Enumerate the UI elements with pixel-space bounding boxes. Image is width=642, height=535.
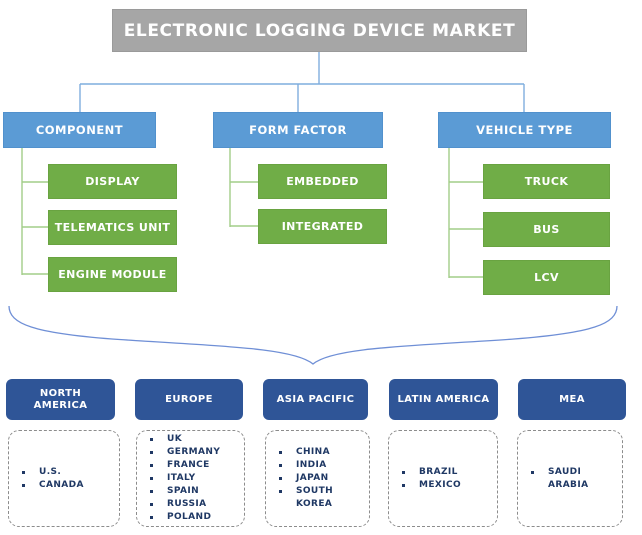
region-europe: EUROPE <box>135 379 243 420</box>
bullet-icon <box>279 464 282 467</box>
bullet-icon <box>279 477 282 480</box>
leaf-engine-module: ENGINE MODULE <box>48 257 177 292</box>
list-item: SAUDI ARABIA <box>531 466 618 492</box>
leaf-integrated: INTEGRATED <box>258 209 387 244</box>
bullet-icon <box>150 503 153 506</box>
bullet-icon <box>150 451 153 454</box>
leaf-embedded: EMBEDDED <box>258 164 387 199</box>
branch-vehicle-type: VEHICLE TYPE <box>438 112 611 148</box>
country-label: SAUDI ARABIA <box>548 466 589 490</box>
leaf-telematics-unit-label: TELEMATICS UNIT <box>54 221 171 234</box>
leaf-truck-label: TRUCK <box>524 175 569 188</box>
vehicle-type-branch-lines <box>448 148 483 278</box>
list-item: BRAZIL <box>402 466 493 479</box>
region-europe-label: EUROPE <box>165 393 213 405</box>
leaf-truck: TRUCK <box>483 164 610 199</box>
country-label: UK <box>167 434 183 444</box>
list-item: CHINA <box>279 446 365 459</box>
leaf-lcv: LCV <box>483 260 610 295</box>
country-label: CANADA <box>39 479 84 490</box>
region-mea-label: MEA <box>559 393 585 405</box>
country-label: ITALY <box>167 473 196 483</box>
country-list-europe: UK GERMANY FRANCE ITALY SPAIN RUSSIA POL… <box>136 430 245 527</box>
page-title: ELECTRONIC LOGGING DEVICE MARKET <box>123 20 516 41</box>
region-latin-america: LATIN AMERICA <box>389 379 498 420</box>
list-item: GERMANY <box>150 446 240 459</box>
region-north-america: NORTH AMERICA <box>6 379 115 420</box>
list-item: POLAND <box>150 511 240 524</box>
leaf-display-label: DISPLAY <box>85 175 140 188</box>
country-list-latin-america: BRAZIL MEXICO <box>388 430 498 527</box>
leaf-engine-module-label: ENGINE MODULE <box>58 268 167 281</box>
bullet-icon <box>279 490 282 493</box>
branch-vehicle-type-label: VEHICLE TYPE <box>476 123 573 137</box>
country-label: BRAZIL <box>419 466 458 477</box>
bullet-icon <box>22 483 25 487</box>
country-label: CHINA <box>296 447 330 457</box>
leaf-bus: BUS <box>483 212 610 247</box>
leaf-integrated-label: INTEGRATED <box>281 220 364 233</box>
region-asia-pacific: ASIA PACIFIC <box>263 379 368 420</box>
bullet-icon <box>402 470 405 474</box>
leaf-display: DISPLAY <box>48 164 177 199</box>
country-label: INDIA <box>296 460 327 470</box>
list-item: CANADA <box>22 479 115 492</box>
list-item: MEXICO <box>402 479 493 492</box>
list-item: JAPAN <box>279 472 365 485</box>
list-item: SPAIN <box>150 485 240 498</box>
bullet-icon <box>150 464 153 467</box>
leaf-bus-label: BUS <box>533 223 560 236</box>
list-item: SOUTH KOREA <box>279 485 365 511</box>
component-branch-lines <box>21 148 48 275</box>
form-factor-branch-lines <box>229 148 258 227</box>
region-north-america-label: NORTH AMERICA <box>33 387 88 411</box>
bullet-icon <box>22 470 25 474</box>
country-label: POLAND <box>167 512 212 522</box>
branch-component-label: COMPONENT <box>35 123 124 137</box>
country-label: FRANCE <box>167 460 210 470</box>
branch-form-factor: FORM FACTOR <box>213 112 383 148</box>
country-list-north-america: U.S. CANADA <box>8 430 120 527</box>
tree-connector-lines <box>79 52 525 112</box>
country-label: SPAIN <box>167 486 200 496</box>
country-label: MEXICO <box>419 479 462 490</box>
country-label: JAPAN <box>296 473 329 483</box>
country-label: U.S. <box>39 466 62 477</box>
list-item: FRANCE <box>150 459 240 472</box>
list-item: U.S. <box>22 466 115 479</box>
region-mea: MEA <box>518 379 626 420</box>
list-item: INDIA <box>279 459 365 472</box>
list-item: ITALY <box>150 472 240 485</box>
bullet-icon <box>150 490 153 493</box>
bullet-icon <box>150 477 153 480</box>
bullet-icon <box>402 483 405 487</box>
region-latin-america-label: LATIN AMERICA <box>397 393 490 405</box>
branch-form-factor-label: FORM FACTOR <box>249 123 347 137</box>
leaf-telematics-unit: TELEMATICS UNIT <box>48 210 177 245</box>
country-label: SOUTH KOREA <box>296 486 334 509</box>
leaf-embedded-label: EMBEDDED <box>286 175 359 188</box>
country-list-mea: SAUDI ARABIA <box>517 430 623 527</box>
bullet-icon <box>279 451 282 454</box>
bullet-icon <box>150 438 153 441</box>
list-item: RUSSIA <box>150 498 240 511</box>
curly-brace <box>8 305 618 365</box>
root-node-market-title: ELECTRONIC LOGGING DEVICE MARKET <box>112 9 527 52</box>
bullet-icon <box>150 516 153 519</box>
list-item: UK <box>150 433 240 446</box>
bullet-icon <box>531 470 534 474</box>
branch-component: COMPONENT <box>3 112 156 148</box>
country-label: RUSSIA <box>167 499 207 509</box>
leaf-lcv-label: LCV <box>534 271 559 284</box>
region-asia-pacific-label: ASIA PACIFIC <box>276 393 355 405</box>
country-list-asia-pacific: CHINA INDIA JAPAN SOUTH KOREA <box>265 430 370 527</box>
country-label: GERMANY <box>167 447 221 457</box>
